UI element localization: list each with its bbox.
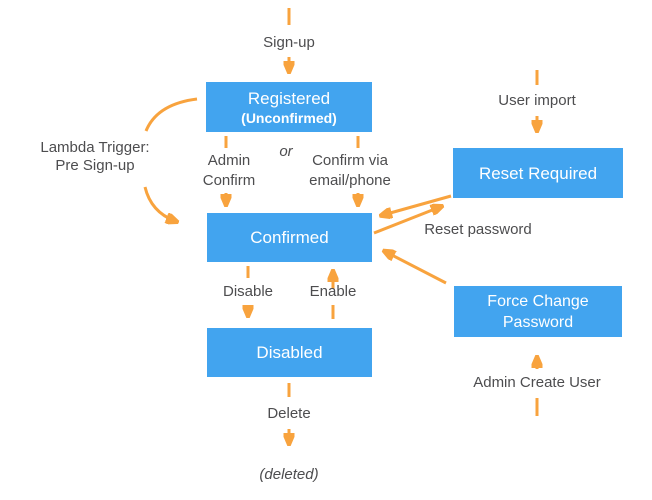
state-reset-required: Reset Required <box>453 148 623 198</box>
state-force-change-password-line2: Password <box>502 313 574 331</box>
label-admin-confirm-line2: Confirm <box>202 172 256 189</box>
label-delete: Delete <box>267 405 311 422</box>
lambda-trigger-arc-bottom <box>143 186 175 221</box>
label-admin-confirm: Admin Confirm <box>184 151 274 191</box>
label-lambda-trigger-line2: Pre Sign-up <box>55 157 135 174</box>
state-registered-label: Registered <box>247 88 331 108</box>
label-confirm-via: Confirm via email/phone <box>290 151 410 191</box>
label-deleted: (deleted) <box>259 466 319 483</box>
label-enable: Enable <box>309 283 357 300</box>
label-sign-up: Sign-up <box>263 34 315 51</box>
confirmed-to-reset-required-arrow <box>373 207 440 235</box>
state-confirmed-label: Confirmed <box>250 228 329 247</box>
state-disabled-label: Disabled <box>256 343 323 362</box>
reset-required-to-confirmed-arrow <box>383 194 452 215</box>
label-admin-confirm-line1: Admin <box>207 152 251 169</box>
label-user-import: User import <box>498 92 576 109</box>
label-confirm-via-line2: email/phone <box>309 172 391 189</box>
label-disable: Disable <box>222 283 274 300</box>
label-lambda-trigger-line1: Lambda Trigger: <box>40 139 150 156</box>
label-confirm-via-line1: Confirm via <box>312 152 388 169</box>
state-disabled: Disabled <box>207 328 372 377</box>
state-force-change-password-line1: Force Change <box>487 292 589 310</box>
label-or: or <box>279 143 293 160</box>
state-reset-required-label: Reset Required <box>478 163 598 183</box>
state-registered-sublabel: (Unconfirmed) <box>241 109 337 126</box>
lambda-trigger-arc-top <box>144 97 198 132</box>
force-change-to-confirmed-arrow <box>386 252 447 285</box>
label-reset-password: Reset password <box>424 221 532 238</box>
state-registered: Registered (Unconfirmed) <box>206 82 372 132</box>
label-admin-create-user: Admin Create User <box>473 374 601 391</box>
state-confirmed: Confirmed <box>207 213 372 262</box>
state-force-change-password: Force Change Password <box>454 286 622 337</box>
label-lambda-trigger: Lambda Trigger: Pre Sign-up <box>15 139 175 175</box>
